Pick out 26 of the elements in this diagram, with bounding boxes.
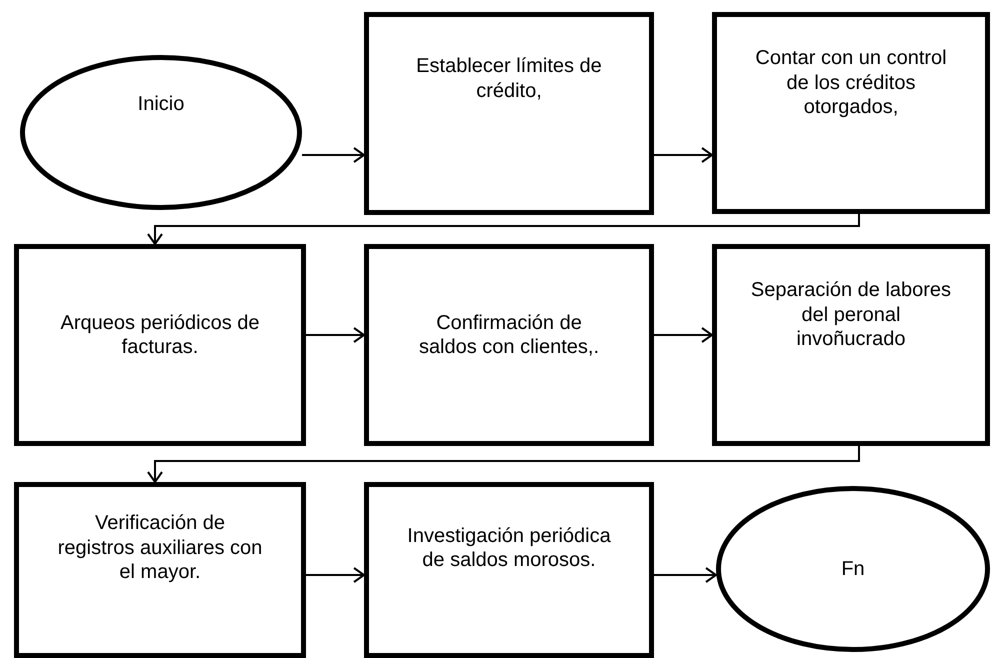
node-label: Investigación periódica de saldos morosos. [406, 524, 612, 572]
arrow [302, 147, 365, 163]
arrow [147, 446, 860, 483]
node-label: Inicio [136, 92, 186, 117]
terminal-ellipse [20, 55, 302, 210]
node-label: Arqueos periódicos de facturas. [59, 310, 260, 360]
process-box [14, 244, 306, 446]
arrow [654, 567, 717, 583]
process-box [712, 12, 990, 214]
arrow [147, 214, 860, 245]
arrow [654, 147, 713, 163]
node-label: Verificación de registros auxiliares con el mayor. [56, 511, 264, 585]
process-box [14, 482, 306, 658]
arrow [306, 567, 365, 583]
node-label: Contar con un control de los créditos otorgados, [754, 46, 948, 120]
arrow [654, 327, 713, 343]
process-box [712, 244, 990, 446]
process-box [364, 244, 654, 446]
terminal-ellipse [716, 486, 990, 652]
node-label: Separación de labores del peronal invoñucrado [750, 278, 952, 352]
node-label: Confirmación de saldos con clientes,. [418, 310, 600, 360]
node-label: Fn [840, 556, 866, 582]
process-box [364, 12, 654, 215]
node-label: Establecer límites de crédito, [415, 54, 603, 103]
process-box [364, 482, 654, 658]
arrow [306, 327, 365, 343]
